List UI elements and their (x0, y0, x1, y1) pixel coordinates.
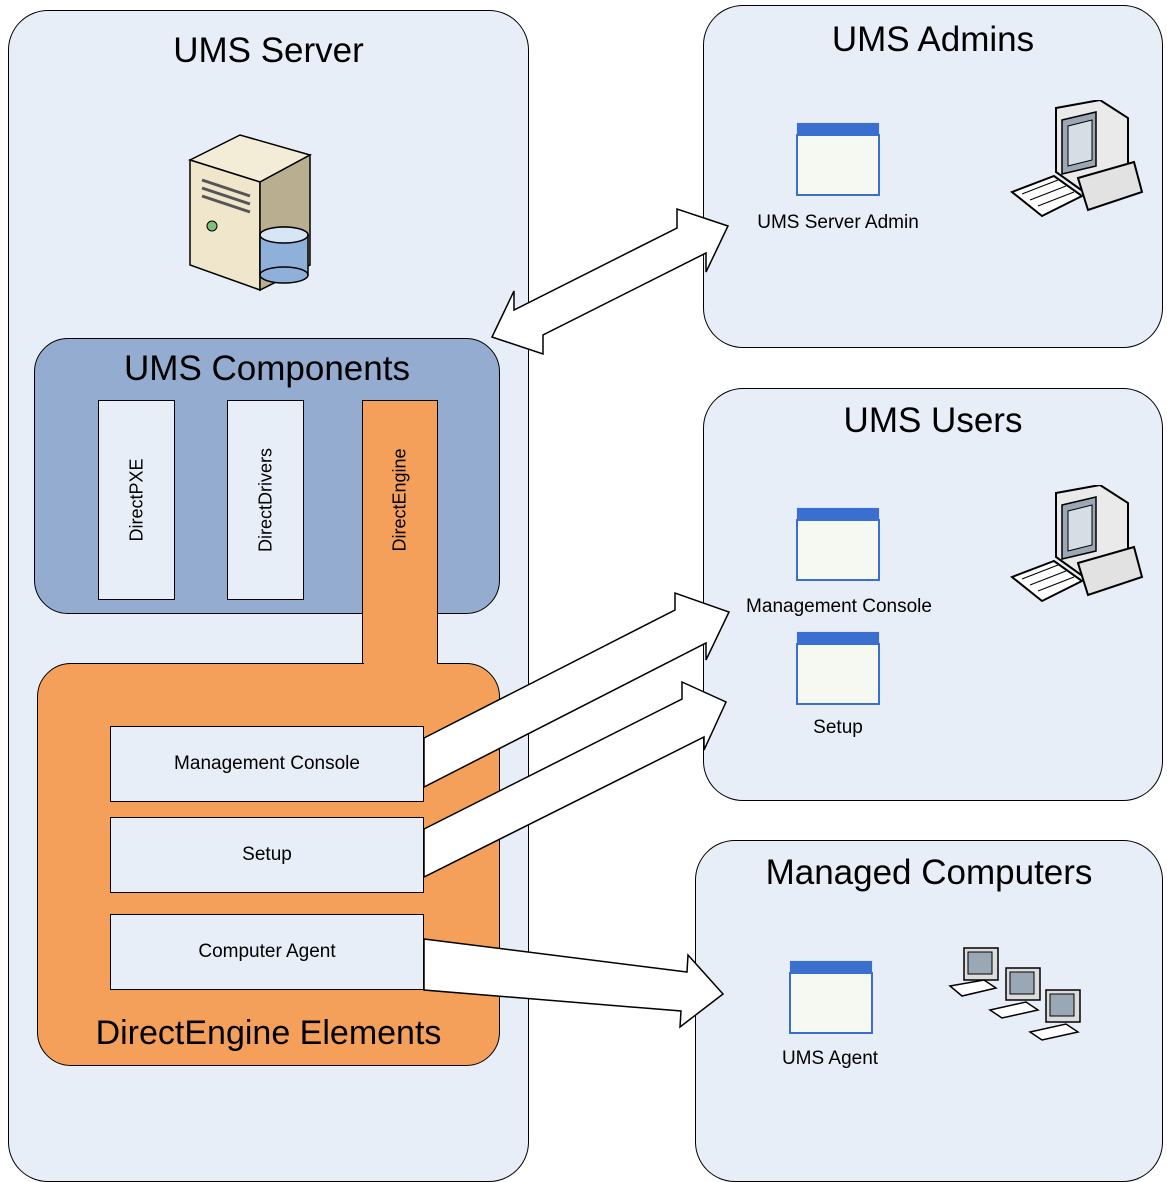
users-setup-label: Setup (813, 717, 863, 738)
component-directdrivers: DirectDrivers (227, 400, 304, 600)
element-setup: Setup (110, 817, 424, 893)
element-computer-agent: Computer Agent (110, 914, 424, 990)
app-window-icon (789, 960, 873, 1034)
ums-components-title: UMS Components (124, 349, 410, 388)
computer-network-icon (948, 947, 1081, 1041)
component-directpxe: DirectPXE (98, 400, 175, 600)
managed-computers-panel: Managed Computers (695, 840, 1163, 1182)
app-window-icon (796, 631, 880, 705)
server-tower-icon (188, 134, 312, 292)
managed-computers-title: Managed Computers (765, 853, 1093, 892)
element-management-console: Management Console (110, 726, 424, 802)
app-window-icon (796, 122, 880, 196)
ums-server-title: UMS Server (173, 31, 364, 70)
ums-users-title: UMS Users (843, 401, 1023, 440)
users-management-console-label: Management Console (746, 596, 932, 617)
component-directengine-label: DirectEngine (389, 448, 410, 552)
ums-admins-title: UMS Admins (831, 20, 1035, 59)
component-directpxe-label: DirectPXE (126, 458, 146, 542)
directengine-elements-title: DirectEngine Elements (95, 1014, 442, 1052)
ums-server-admin-label: UMS Server Admin (757, 212, 919, 233)
ums-users-panel: UMS Users (703, 388, 1163, 801)
workstation-icon (1010, 485, 1144, 603)
workstation-icon (1010, 100, 1144, 218)
connector-seam (363, 660, 437, 666)
ums-agent-label: UMS Agent (781, 1048, 879, 1069)
app-window-icon (796, 507, 880, 581)
component-directdrivers-label: DirectDrivers (255, 447, 275, 553)
component-directengine: DirectEngine (362, 400, 438, 600)
